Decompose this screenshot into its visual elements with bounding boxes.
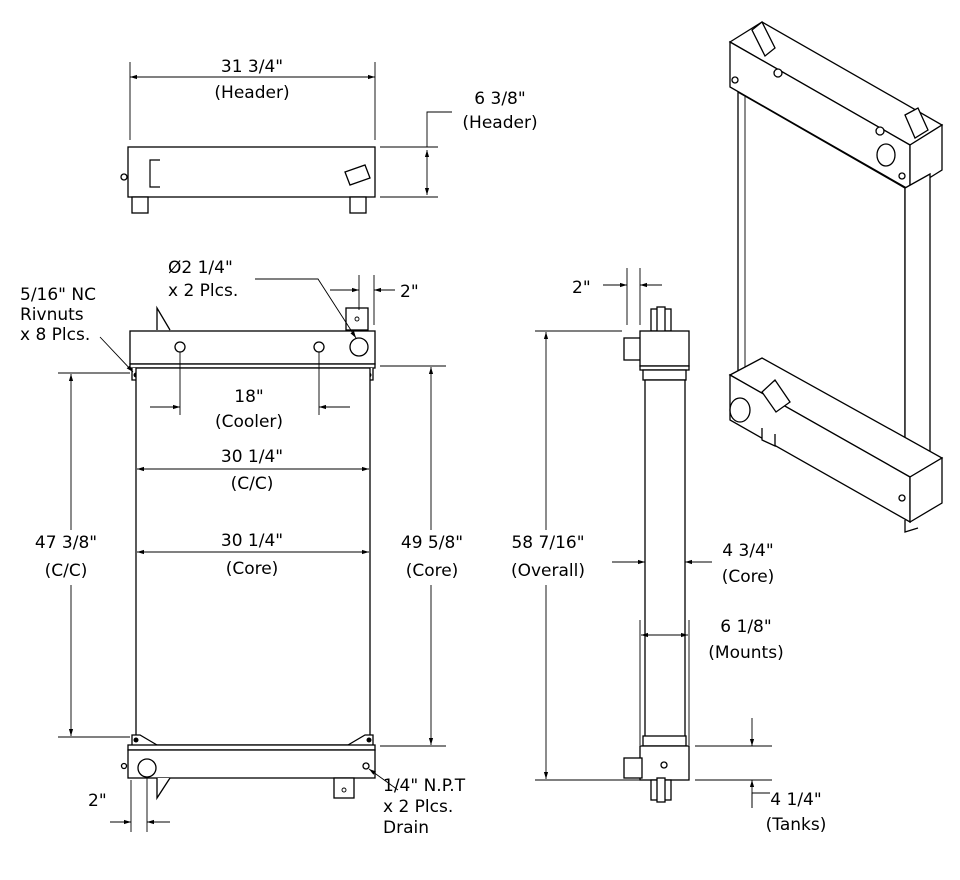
front-view: 5/16" NC Rivnuts x 8 Plcs. Ø2 1/4" x 2 P… — [20, 258, 466, 838]
cc-height-sublabel: (C/C) — [45, 561, 88, 581]
bottom-tank — [127, 749, 376, 779]
cc-width-sublabel: (C/C) — [231, 474, 274, 494]
inlet-diameter-label: Ø2 1/4" — [168, 258, 233, 278]
header-height-label: 6 3/8" — [474, 89, 525, 109]
drain-qty-label: x 2 Plcs. — [383, 797, 453, 817]
core-depth-label: 4 3/4" — [722, 541, 773, 561]
isometric-view — [728, 20, 944, 533]
cooler-spacing-label: 18" — [234, 387, 263, 407]
drain-label: 1/4" N.P.T — [383, 776, 466, 796]
core — [135, 367, 371, 746]
side-core — [644, 379, 686, 746]
side-top-tank — [639, 330, 690, 367]
overall-height-label: 58 7/16" — [511, 533, 584, 553]
side-offset-label: 2" — [572, 278, 591, 298]
inlet-port — [349, 337, 369, 357]
cooler-spacing-sublabel: (Cooler) — [215, 412, 283, 432]
core-width-sublabel: (Core) — [226, 559, 279, 579]
header-width-sublabel: (Header) — [214, 83, 289, 103]
rivnut-sublabel: Rivnuts — [20, 305, 84, 325]
core-height-label: 49 5/8" — [401, 533, 463, 553]
side-view: 2" 58 7/16" (Overall) 4 3/4" (Core) 6 1/… — [511, 268, 826, 835]
mounts-label: 6 1/8" — [720, 617, 771, 637]
header-width-label: 31 3/4" — [221, 57, 283, 77]
inlet-qty-label: x 2 Plcs. — [168, 281, 238, 301]
cc-height-label: 47 3/8" — [35, 533, 97, 553]
core-depth-sublabel: (Core) — [722, 567, 775, 587]
core-width-label: 30 1/4" — [221, 531, 283, 551]
inlet-offset-label: 2" — [400, 282, 419, 302]
header-height-sublabel: (Header) — [462, 113, 537, 133]
mounts-sublabel: (Mounts) — [708, 643, 783, 663]
rivnut-label: 5/16" NC — [20, 285, 96, 305]
tanks-sublabel: (Tanks) — [766, 815, 827, 835]
outlet-port — [137, 758, 157, 778]
header-tank-top — [127, 146, 376, 198]
top-view: 31 3/4" (Header) 6 3/8" (Header) — [120, 57, 538, 214]
drain-sublabel: Drain — [383, 818, 429, 838]
tanks-label: 4 1/4" — [770, 790, 821, 810]
cc-width-label: 30 1/4" — [221, 447, 283, 467]
outlet-offset-label: 2" — [88, 791, 107, 811]
core-height-sublabel: (Core) — [406, 561, 459, 581]
overall-height-sublabel: (Overall) — [511, 561, 585, 581]
top-tank — [129, 330, 376, 365]
rivnut-qty-label: x 8 Plcs. — [20, 325, 90, 345]
